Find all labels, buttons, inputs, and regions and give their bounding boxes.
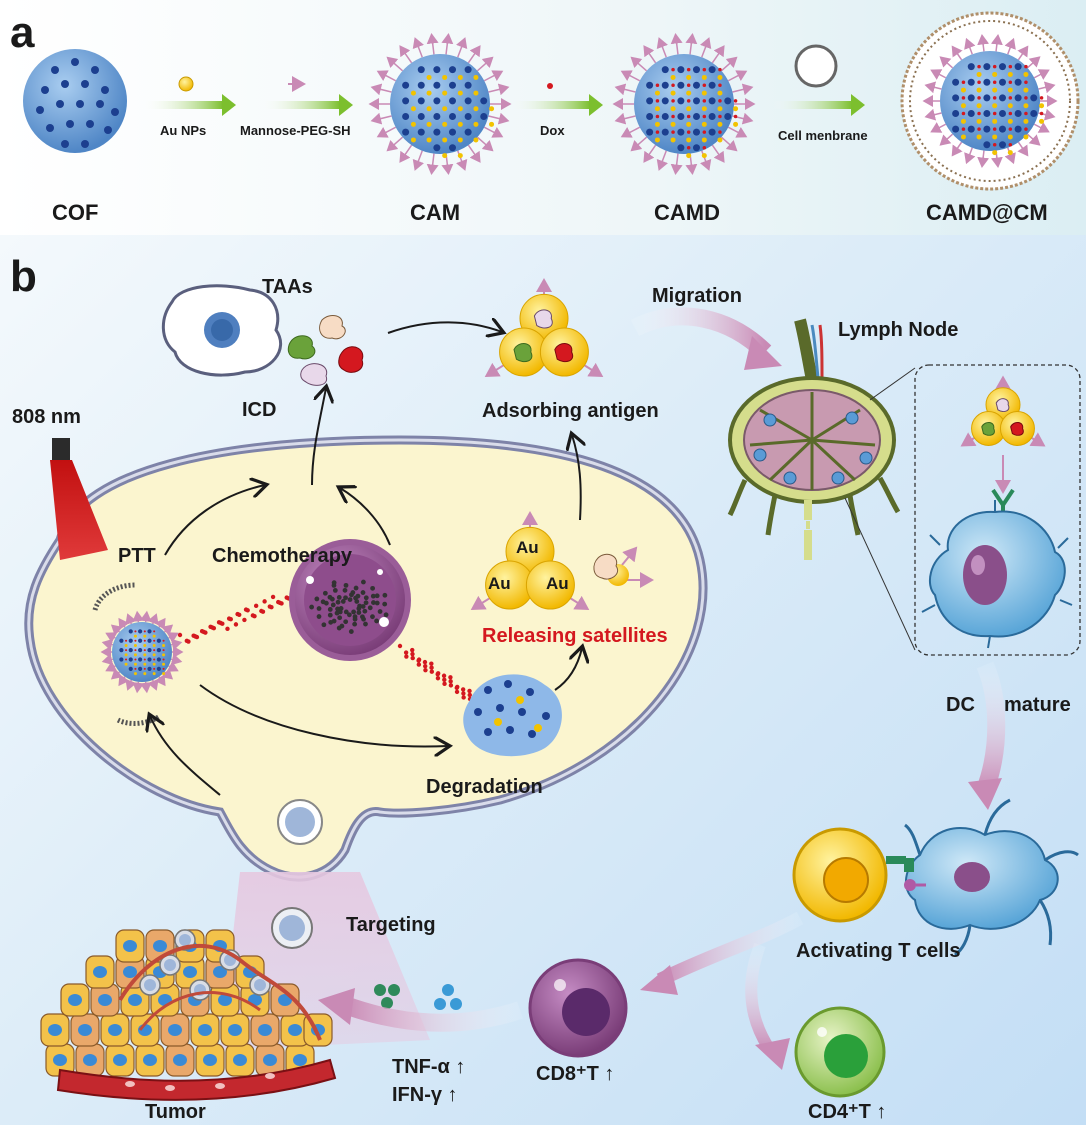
cd8-t-cell xyxy=(528,958,628,1058)
label-cof: COF xyxy=(52,200,99,225)
inset-antigen-cluster xyxy=(960,375,1046,447)
migration-arrow xyxy=(630,307,772,359)
label-activating-t-cells: Activating T cells xyxy=(796,940,961,962)
label-tumor: Tumor xyxy=(145,1101,206,1123)
label-cd4-t: CD4⁺T ↑ xyxy=(808,1101,887,1123)
arrow-cd8-to-tumor xyxy=(341,996,523,1032)
t-cell-activating xyxy=(792,827,888,923)
ptt-nanoparticle xyxy=(100,610,184,694)
panel-a-letter: a xyxy=(10,8,35,57)
panel-b-letter: b xyxy=(10,252,37,301)
arrow-icd-up xyxy=(311,388,326,486)
dc-inset-box xyxy=(914,364,1081,656)
label-adsorbing-antigen: Adsorbing antigen xyxy=(482,400,659,422)
arrow-to-cd8 xyxy=(656,911,804,987)
arrow-uptake xyxy=(150,716,221,796)
label-targeting: Targeting xyxy=(346,914,436,936)
camd-cm-particle xyxy=(900,11,1080,191)
cd4-t-cell xyxy=(794,1006,886,1098)
label-migration: Migration xyxy=(652,285,742,307)
arrow-au-nps xyxy=(143,101,223,109)
arrow-cell-membrane xyxy=(772,101,852,109)
label-au-nps: Au NPs xyxy=(160,123,207,138)
label-icd: ICD xyxy=(242,399,277,421)
cell-membrane-icon xyxy=(794,44,838,88)
label-taas: TAAs xyxy=(262,276,313,298)
degrading-nanoparticle xyxy=(463,674,562,757)
arrow-to-cd4 xyxy=(745,942,776,1054)
label-ifn-gamma: IFN-γ ↑ xyxy=(392,1084,458,1106)
label-lymph-node: Lymph Node xyxy=(838,319,959,341)
label-camd-cm: CAMD@CM xyxy=(926,200,1048,225)
arrow-dox xyxy=(510,101,590,109)
blood-vessel xyxy=(56,1058,337,1101)
tumor-tissue xyxy=(40,929,333,1077)
label-degradation: Degradation xyxy=(426,776,543,798)
arrow-mannose xyxy=(260,101,340,109)
taa-antigens xyxy=(287,314,364,386)
cof-particle xyxy=(23,49,127,153)
adsorbing-antigen-cluster xyxy=(484,278,604,378)
au-np-icon xyxy=(178,76,194,92)
arrow-satellites-up xyxy=(572,435,581,521)
dendritic-cell-activating xyxy=(904,798,1079,957)
arrow-ptt-up xyxy=(164,485,265,556)
label-cd8-t: CD8⁺T ↑ xyxy=(536,1063,615,1085)
label-dc: DC xyxy=(946,694,975,716)
label-au-right: Au xyxy=(546,574,569,593)
label-au-top: Au xyxy=(516,538,539,557)
dendritic-cell-inset xyxy=(921,500,1073,649)
chemotherapy-nucleus xyxy=(289,539,411,661)
arrow-taas-to-adsorb xyxy=(387,322,502,333)
dox-icon xyxy=(547,83,553,89)
label-releasing-satellites: Releasing satellites xyxy=(482,625,668,647)
arrow-degradation-up xyxy=(554,648,582,691)
label-ptt: PTT xyxy=(118,545,156,567)
label-mannose-peg-sh: Mannose-PEG-SH xyxy=(240,123,351,138)
cytokine-dots xyxy=(374,984,462,1010)
arrow-chemo-up xyxy=(340,488,391,546)
camd-particle xyxy=(612,33,756,175)
label-dox: Dox xyxy=(540,123,565,138)
arrow-to-degradation xyxy=(199,684,448,746)
lymph-node-icon xyxy=(727,318,901,560)
label-cam: CAM xyxy=(410,200,461,225)
cam-particle xyxy=(368,33,512,175)
small-au-with-antigen xyxy=(593,546,654,588)
dc-mature-arrow xyxy=(976,661,1006,794)
dying-cell-icon xyxy=(161,284,283,377)
label-camd: CAMD xyxy=(654,200,720,225)
costimulatory-icon xyxy=(904,879,916,891)
tcr-mhc-complex xyxy=(886,856,906,864)
label-808nm: 808 nm xyxy=(12,406,81,428)
label-tnf-alpha: TNF-α ↑ xyxy=(392,1056,466,1078)
label-mature: mature xyxy=(1004,694,1071,716)
label-cell-membrane: Cell menbrane xyxy=(778,128,868,143)
label-au-left: Au xyxy=(488,574,511,593)
label-chemotherapy: Chemotherapy xyxy=(212,545,353,567)
laser-808-icon xyxy=(50,438,108,560)
au-satellite-cluster xyxy=(470,511,590,611)
